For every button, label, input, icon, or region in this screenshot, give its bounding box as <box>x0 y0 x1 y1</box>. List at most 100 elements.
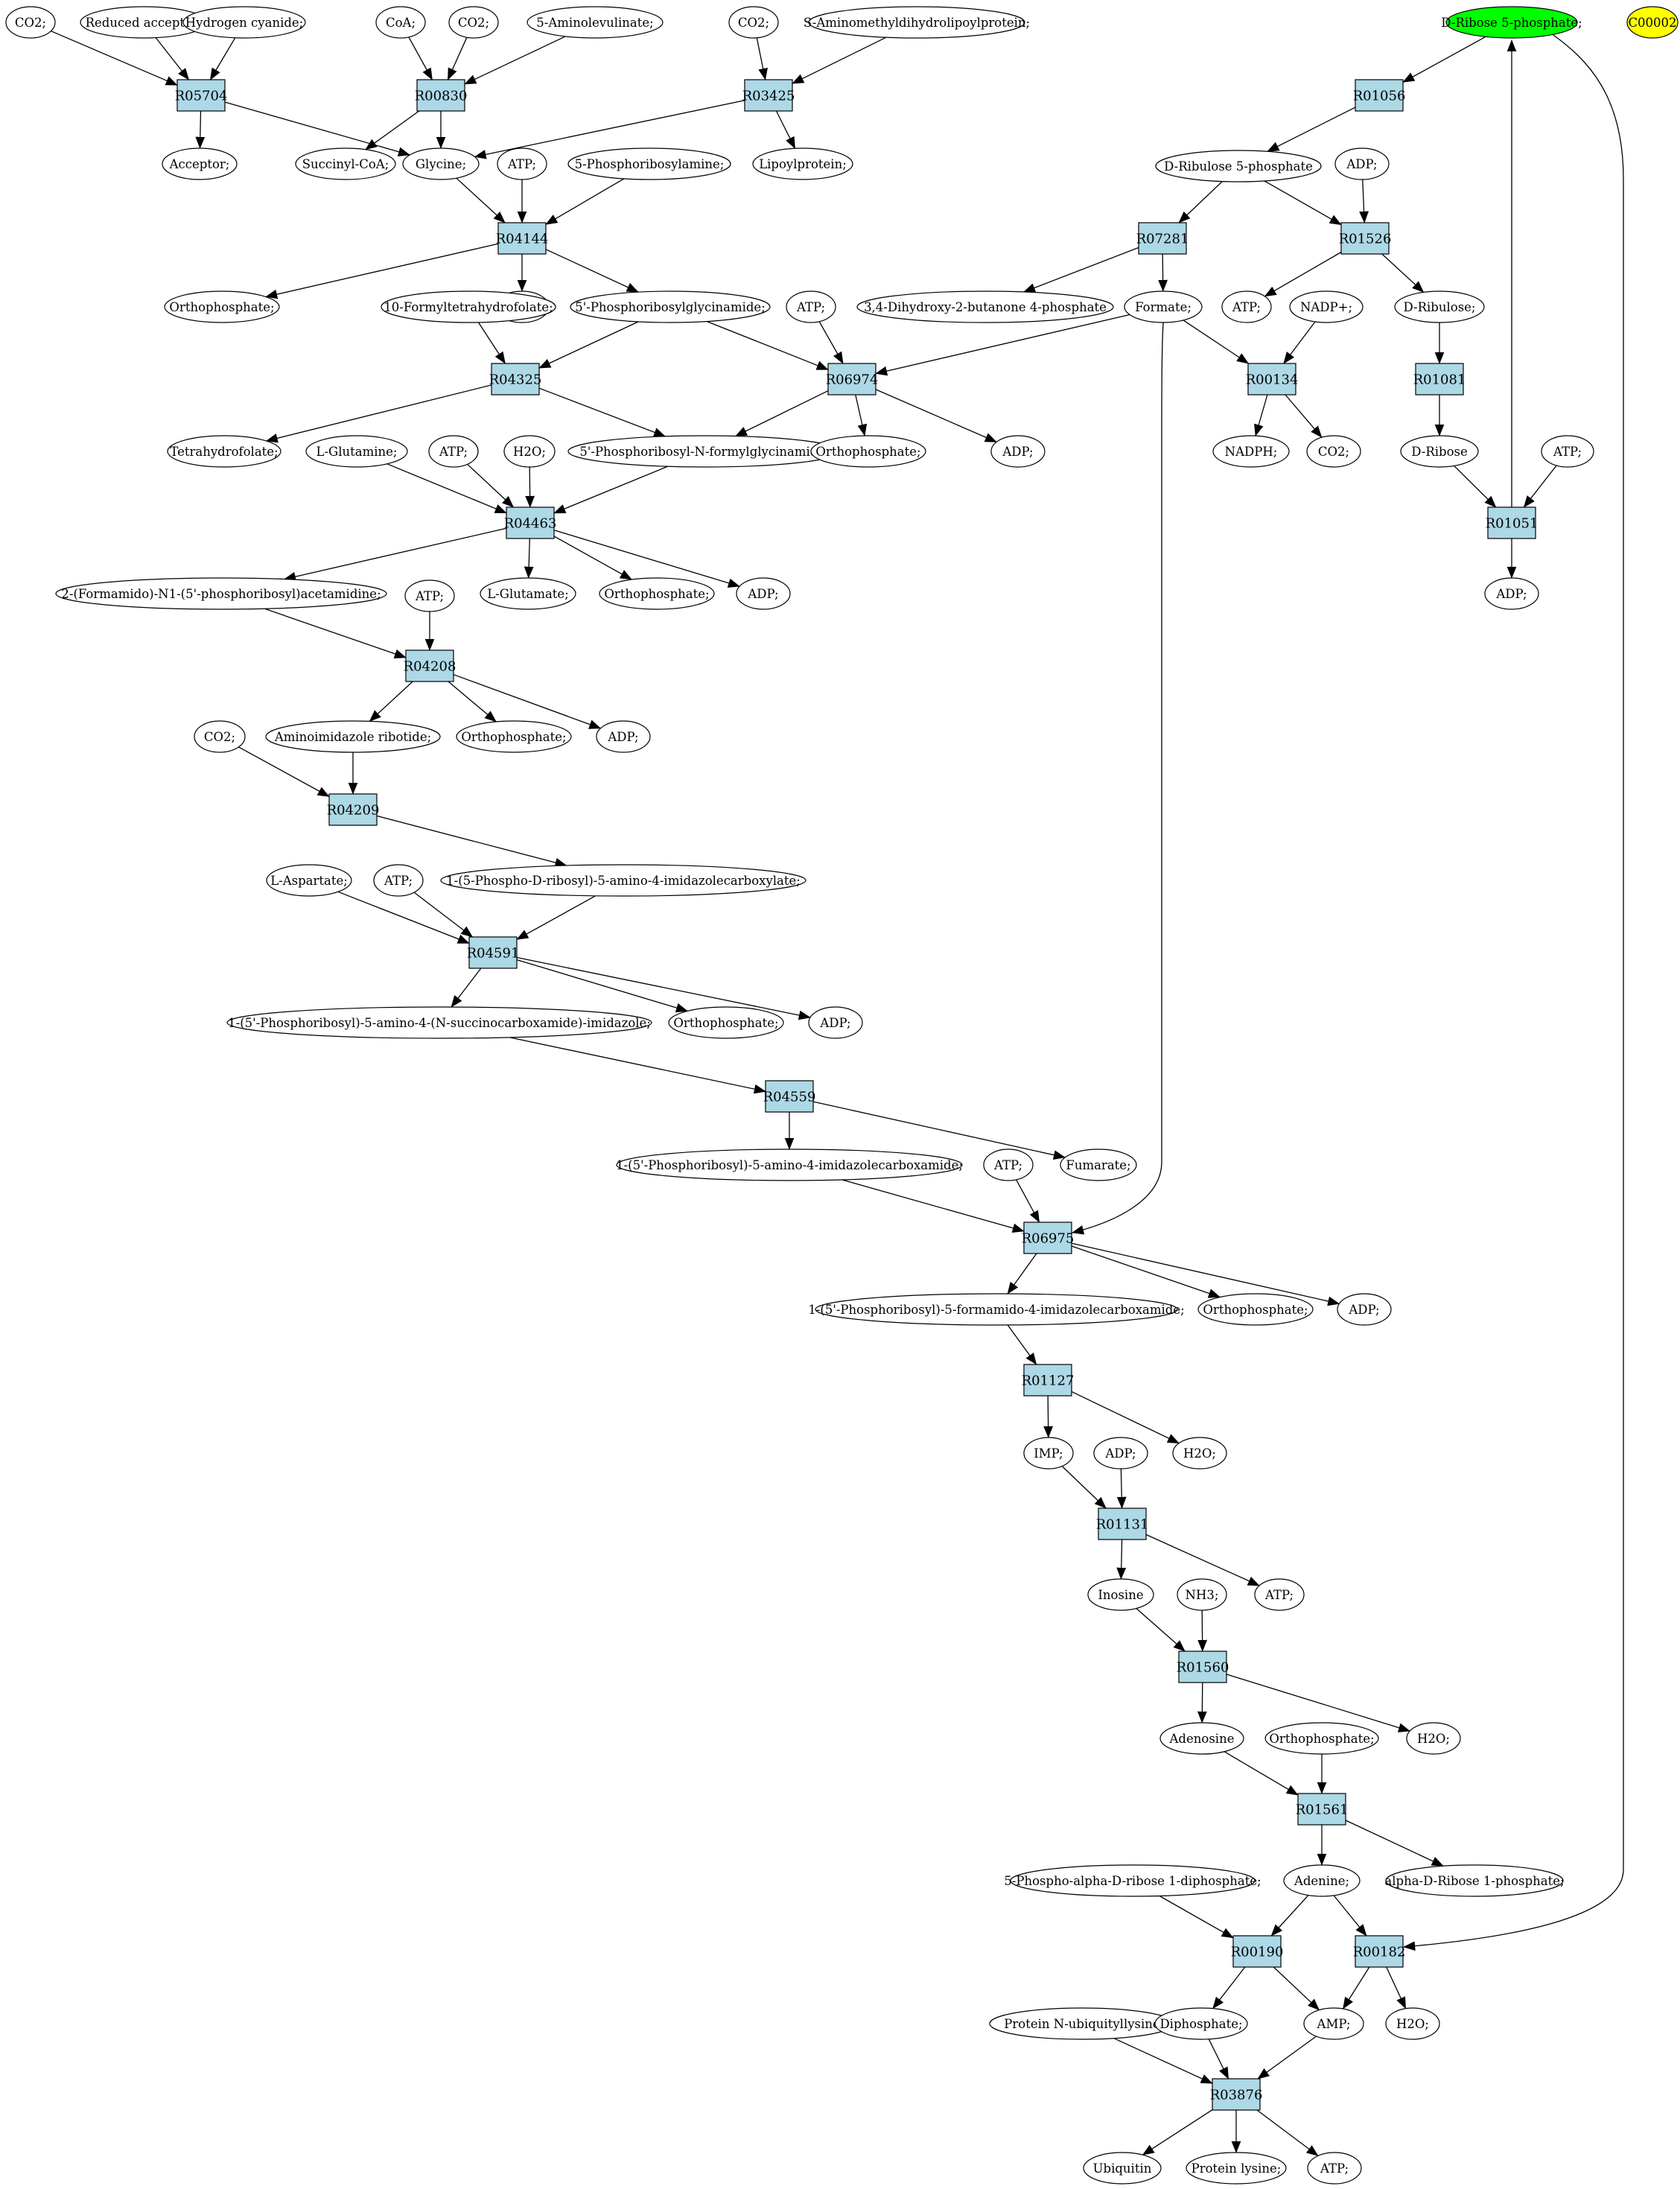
reaction-node[interactable]: R04208 <box>404 649 456 682</box>
compound-node[interactable]: ATP; <box>404 579 455 612</box>
reaction-node[interactable]: R03876 <box>1210 2078 1263 2111</box>
compound-node[interactable]: IMP; <box>1023 1437 1074 1470</box>
reaction-node[interactable]: R06975 <box>1022 1221 1075 1254</box>
compound-node[interactable]: 5-Phospho-alpha-D-ribose 1-diphosphate; <box>1004 1864 1261 1897</box>
reaction-node[interactable]: R01056 <box>1353 79 1406 112</box>
compound-node[interactable]: 3,4-Dihydroxy-2-butanone 4-phosphate <box>856 290 1114 323</box>
compound-node[interactable]: ADP; <box>736 577 791 610</box>
reaction-node[interactable]: R04559 <box>763 1080 816 1113</box>
compound-node[interactable]: Aminoimidazole ribotide; <box>265 720 441 753</box>
compound-node[interactable]: 5-Phosphoribosylamine; <box>567 147 731 180</box>
compound-node[interactable]: H2O; <box>1385 2007 1440 2040</box>
compound-node[interactable]: NADP+; <box>1289 290 1364 323</box>
compound-node[interactable]: ATP; <box>1307 2152 1362 2185</box>
compound-node[interactable]: Ubiquitin <box>1083 2152 1162 2185</box>
compound-node[interactable]: Orthophosphate; <box>599 577 715 610</box>
compound-node[interactable]: 1-(5'-Phosphoribosyl)-5-formamido-4-imid… <box>808 1293 1185 1326</box>
compound-node[interactable]: Formate; <box>1124 290 1203 323</box>
compound-node[interactable]: Orthophosphate; <box>810 435 926 468</box>
compound-node[interactable]: L-Glutamate; <box>480 577 576 610</box>
compound-node[interactable]: CO2; <box>728 6 779 39</box>
compound-node[interactable]: Adenosine <box>1159 1722 1244 1755</box>
reaction-node[interactable]: R01560 <box>1177 1651 1229 1683</box>
compound-node[interactable]: ADP; <box>1334 147 1390 180</box>
compound-node[interactable]: 10-Formyltetrahydrofolate; <box>381 290 556 323</box>
compound-node[interactable]: CoA; <box>375 6 426 39</box>
compound-node[interactable]: D-Ribose 5-phosphate; <box>1441 6 1582 39</box>
reaction-node[interactable]: R01051 <box>1486 506 1539 539</box>
compound-node[interactable]: Protein lysine; <box>1186 2152 1287 2185</box>
compound-node[interactable]: ATP; <box>373 864 424 897</box>
compound-node[interactable]: Glycine; <box>402 147 480 180</box>
reaction-node[interactable]: R04463 <box>504 506 557 539</box>
compound-node[interactable]: C00002 <box>1626 6 1679 39</box>
compound-node[interactable]: ATP; <box>1221 290 1272 323</box>
compound-node[interactable]: NADPH; <box>1212 435 1290 468</box>
compound-node[interactable]: ATP; <box>983 1148 1034 1181</box>
compound-node[interactable]: 1-(5'-Phosphoribosyl)-5-amino-4-(N-succi… <box>226 1006 652 1039</box>
compound-node[interactable]: Orthophosphate; <box>668 1006 784 1039</box>
compound-node[interactable]: L-Aspartate; <box>266 864 352 897</box>
compound-node[interactable]: CO2; <box>5 6 56 39</box>
compound-node[interactable]: Orthophosphate; <box>164 290 280 323</box>
compound-node[interactable]: ADP; <box>990 435 1046 468</box>
compound-node[interactable]: Acceptor; <box>162 147 238 180</box>
compound-node[interactable]: D-Ribose <box>1400 435 1479 468</box>
compound-node[interactable]: ADP; <box>1093 1437 1148 1470</box>
compound-node[interactable]: Fumarate; <box>1060 1148 1137 1181</box>
compound-node[interactable]: ATP; <box>1541 435 1594 468</box>
compound-node[interactable]: 5'-Phosphoribosylglycinamide; <box>570 290 771 323</box>
compound-node[interactable]: S-Aminomethyldihydrolipoylprotein; <box>804 6 1030 39</box>
compound-node[interactable]: Hydrogen cyanide; <box>182 6 306 39</box>
reaction-node[interactable]: R04591 <box>467 936 520 969</box>
compound-node[interactable]: CO2; <box>1306 435 1361 468</box>
reaction-node[interactable]: R07281 <box>1136 222 1189 255</box>
compound-node[interactable]: Succinyl-CoA; <box>295 147 396 180</box>
compound-node[interactable]: ATP; <box>428 435 479 468</box>
compound-node[interactable]: CO2; <box>194 720 246 753</box>
compound-node[interactable]: Protein N-ubiquityllysine <box>989 2007 1175 2040</box>
compound-node[interactable]: 5'-Phosphoribosyl-N-formylglycinamide; <box>567 435 841 468</box>
compound-node[interactable]: AMP; <box>1303 2007 1364 2040</box>
reaction-node[interactable]: R00182 <box>1353 1935 1406 1968</box>
compound-node[interactable]: Tetrahydrofolate; <box>167 435 281 468</box>
compound-node[interactable]: Orthophosphate; <box>1264 1722 1379 1755</box>
compound-node[interactable]: Adenine; <box>1283 1864 1361 1897</box>
compound-node[interactable]: D-Ribulose; <box>1394 290 1485 323</box>
compound-node[interactable]: Orthophosphate; <box>456 720 572 753</box>
compound-node[interactable]: L-Glutamine; <box>305 435 408 468</box>
reaction-node[interactable]: R00190 <box>1231 1935 1284 1968</box>
compound-node[interactable]: ATP; <box>1254 1578 1305 1611</box>
reaction-node[interactable]: R03425 <box>742 79 795 112</box>
reaction-node[interactable]: R00830 <box>415 79 468 112</box>
reaction-node[interactable]: R01081 <box>1413 363 1466 395</box>
compound-node[interactable]: ADP; <box>1484 577 1539 610</box>
reaction-node[interactable]: R06974 <box>826 363 879 395</box>
compound-node[interactable]: alpha-D-Ribose 1-phosphate; <box>1384 1864 1565 1897</box>
reaction-node[interactable]: R01561 <box>1296 1793 1349 1826</box>
reaction-node[interactable]: R04144 <box>496 222 549 255</box>
reaction-node[interactable]: R01526 <box>1339 222 1392 255</box>
reaction-node[interactable]: R04209 <box>327 793 380 826</box>
reaction-node[interactable]: R04325 <box>489 363 542 395</box>
compound-node[interactable]: ATP; <box>786 290 836 323</box>
compound-node[interactable]: H2O; <box>503 435 556 468</box>
compound-node[interactable]: D-Ribulose 5-phosphate <box>1155 150 1322 182</box>
compound-node[interactable]: ADP; <box>596 720 651 753</box>
reaction-node[interactable]: R01127 <box>1022 1364 1075 1397</box>
compound-node[interactable]: Diphosphate; <box>1154 2007 1248 2040</box>
reaction-node[interactable]: R01131 <box>1096 1507 1149 1540</box>
compound-node[interactable]: CO2; <box>448 6 499 39</box>
compound-node[interactable]: Inosine <box>1087 1578 1154 1611</box>
compound-node[interactable]: ADP; <box>1337 1293 1392 1326</box>
compound-node[interactable]: ADP; <box>808 1006 863 1039</box>
compound-node[interactable]: Lipoylprotein; <box>752 147 853 180</box>
compound-node[interactable]: H2O; <box>1172 1437 1227 1470</box>
compound-node[interactable]: 1-(5'-Phosphoribosyl)-5-amino-4-imidazol… <box>616 1148 963 1181</box>
compound-node[interactable]: 2-(Formamido)-N1-(5'-phosphoribosyl)acet… <box>55 577 387 610</box>
compound-node[interactable]: Orthophosphate; <box>1197 1293 1314 1326</box>
reaction-node[interactable]: R00134 <box>1246 363 1299 395</box>
compound-node[interactable]: ATP; <box>497 147 547 180</box>
compound-node[interactable]: H2O; <box>1406 1722 1461 1755</box>
compound-node[interactable]: NH3; <box>1177 1578 1227 1611</box>
